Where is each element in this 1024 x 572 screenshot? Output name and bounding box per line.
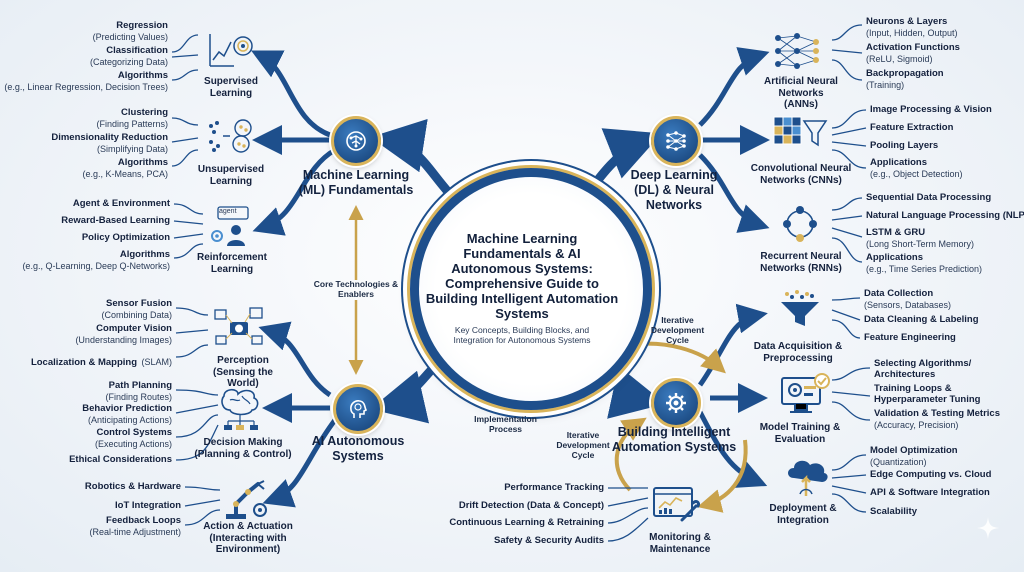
leaf-edge-cloud: Edge Computing vs. Cloud [870,469,992,480]
leaf-drift: Drift Detection (Data & Concept) [458,500,604,511]
dl-network-icon [651,116,701,166]
cat-action: Action & Actuation (Interacting with Env… [198,521,298,556]
leaf-path-planning: Path Planning(Finding Routes) [105,380,172,402]
leaf-cnn-applications: Applications(e.g., Object Detection) [870,157,963,179]
leaf-sup-algorithms: Algorithms(e.g., Linear Regression, Deci… [4,70,168,92]
build-gear-icon [651,378,701,428]
leaf-regression: Regression(Predicting Values) [92,20,168,42]
cat-decision-title: Decision Making [203,437,283,448]
leaf-clustering: Clustering(Finding Patterns) [96,107,168,129]
dashboard-wrench-icon [652,486,700,529]
cat-cnn: Convolutional Neural Networks (CNNs) [750,163,852,186]
leaf-data-collection: Data Collection(Sensors, Databases) [864,288,952,310]
leaf-neurons: Neurons & Layers(Input, Hidden, Output) [866,16,958,38]
leaf-robotics: Robotics & Hardware [84,481,181,492]
cycle-nodes-icon [778,204,822,249]
cat-training: Model Training & Evaluation [759,422,841,445]
leaf-computer-vision: Computer Vision(Understanding Images) [75,323,172,345]
cloud-rocket-icon [784,456,830,503]
hub-build-label: Building Intelligent Automation Systems [611,425,737,454]
cat-decision: Decision Making (Planning & Control) [193,437,293,460]
leaf-image-processing: Image Processing & Vision [870,104,992,115]
robot-arm-icon [222,478,272,525]
cat-deployment: Deployment & Integration [769,503,837,526]
leaf-nlp: Natural Language Processing (NLP) [866,210,1024,221]
leaf-data-cleaning: Data Cleaning & Labeling [864,314,979,325]
monitor-gear-icon [780,372,832,421]
leaf-scalability: Scalability [870,506,917,517]
center-circle [410,168,652,410]
cat-monitoring: Monitoring & Maintenance [649,532,711,555]
leaf-activation: Activation Functions(ReLU, Sigmoid) [866,42,960,64]
leaf-performance: Performance Tracking [504,482,604,493]
leaf-backprop: Backpropagation(Training) [866,68,944,90]
hub-dl-label: Deep Learning (DL) & Neural Networks [630,168,718,212]
agent-box-label: agent [219,208,237,215]
ai-head-icon [333,384,383,434]
leaf-safety: Safety & Security Audits [494,535,604,546]
cat-unsupervised: Unsupervised Learning [197,164,265,187]
cat-decision-sub: (Planning & Control) [194,448,292,460]
center-subtitle: Key Concepts, Building Blocks, and Integ… [453,325,591,346]
hub-ai-label: AI Autonomous Systems [311,434,405,463]
leaf-rnn-applications: Applications(e.g., Time Series Predictio… [866,252,983,274]
leaf-selecting-algorithms: Selecting Algorithms/ Architectures [874,358,972,380]
sparkle-icon [976,516,1000,545]
leaf-ethical: Ethical Considerations [69,454,172,465]
hub-ml-label: Machine Learning (ML) Fundamentals [298,168,414,197]
center-title: Machine Learning Fundamentals & AI Auton… [425,231,619,321]
leaf-pooling: Pooling Layers [870,140,939,151]
leaf-dim-reduction: Dimensionality Reduction(Simplifying Dat… [51,132,168,154]
leaf-classification: Classification(Categorizing Data) [89,45,168,67]
connector-iter1-label: Iterative Development Cycle [650,315,705,346]
grid-filter-icon [772,115,828,160]
connector-core-label: Core Technologies & Enablers [313,279,399,300]
agent-icon [206,206,254,257]
leaf-agent-env: Agent & Environment [72,198,170,209]
target-chart-icon [208,32,254,73]
leaf-behavior: Behavior Prediction(Anticipating Actions… [82,403,172,425]
cat-rnn: Recurrent Neural Networks (RNNs) [760,251,842,274]
cluster-icon [206,118,256,159]
connector-iter2-label: Iterative Development Cycle [556,430,610,461]
cat-perception-sub: (Sensing the World) [212,366,273,390]
leaf-control: Control Systems(Executing Actions) [94,427,172,449]
camera-sensors-icon [212,306,266,353]
neural-network-icon [772,30,822,77]
leaf-api-integration: API & Software Integration [870,487,990,498]
cat-action-title: Action & Actuation [203,521,293,532]
leaf-rl-algorithms: Algorithms(e.g., Q-Learning, Deep Q-Netw… [22,249,170,271]
leaf-lstm: LSTM & GRU(Long Short-Term Memory) [866,227,975,249]
leaf-iot: IoT Integration [115,500,181,511]
leaf-continuous: Continuous Learning & Retraining [449,517,604,528]
leaf-model-optimization: Model Optimization(Quantization) [870,445,958,467]
leaf-sensor-fusion: Sensor Fusion(Combining Data) [101,298,172,320]
cat-data-acq: Data Acquisition & Preprocessing [753,341,843,364]
cat-reinforcement: Reinforcement Learning [196,252,267,275]
funnel-icon [777,290,823,335]
leaf-feature-engineering: Feature Engineering [864,332,956,343]
cat-perception-title: Perception [217,355,269,366]
cat-perception: Perception (Sensing the World) [198,355,288,390]
leaf-reward: Reward-Based Learning [61,215,170,226]
leaf-localization: Localization & Mapping (SLAM) [30,357,172,368]
leaf-unsup-algorithms: Algorithms(e.g., K-Means, PCA) [82,157,168,179]
leaf-sequential: Sequential Data Processing [866,192,992,203]
cat-action-sub: (Interacting with Environment) [209,532,287,556]
cat-supervised: Supervised Learning [204,76,258,99]
connector-impl-label: Implementation Process [474,414,537,435]
leaf-feedback: Feedback Loops(Real-time Adjustment) [89,515,181,537]
leaf-validation: Validation & Testing Metrics(Accuracy, P… [874,408,1000,430]
leaf-feature-extraction: Feature Extraction [870,122,954,133]
cat-ann: Artificial Neural Networks (ANNs) [764,76,838,110]
decision-brain-icon [216,386,268,435]
ml-brain-icon [331,116,381,166]
leaf-policy: Policy Optimization [81,232,170,243]
leaf-training-loops: Training Loops & Hyperparameter Tuning [874,383,981,405]
